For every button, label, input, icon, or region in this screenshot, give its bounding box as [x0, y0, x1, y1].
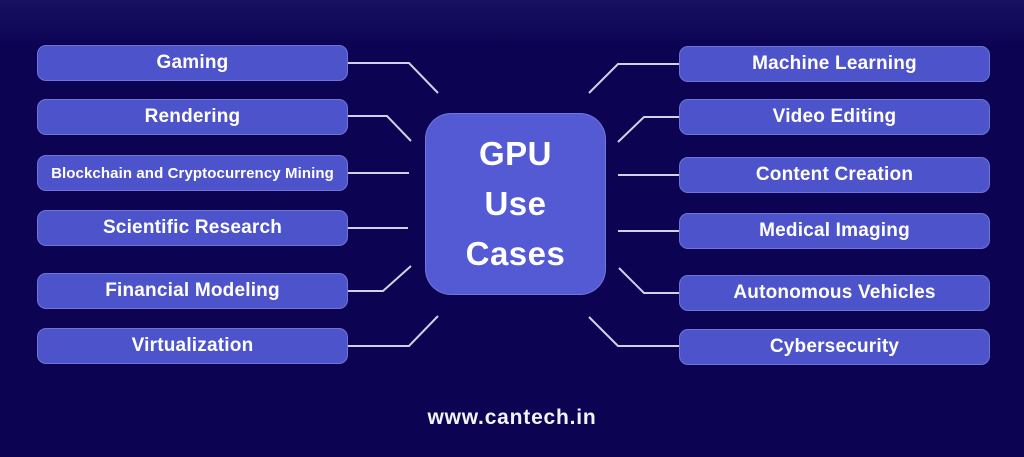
connector-rendering — [348, 115, 412, 142]
node-cybersecurity: Cybersecurity — [679, 329, 990, 365]
node-rendering-label: Rendering — [144, 106, 241, 127]
node-rendering: Rendering — [37, 99, 348, 135]
node-medical-imaging: Medical Imaging — [679, 213, 990, 249]
node-autonomous-vehicles-label: Autonomous Vehicles — [733, 282, 936, 303]
node-gaming: Gaming — [37, 45, 348, 81]
node-video-editing: Video Editing — [679, 99, 990, 135]
node-blockchain-mining: Blockchain and Cryptocurrency Mining — [37, 155, 348, 191]
node-financial-modeling: Financial Modeling — [37, 273, 348, 309]
node-virtualization: Virtualization — [37, 328, 348, 364]
connector-virtualization — [348, 315, 439, 347]
node-gaming-label: Gaming — [156, 52, 229, 73]
node-content-creation: Content Creation — [679, 157, 990, 193]
node-medical-imaging-label: Medical Imaging — [759, 220, 910, 241]
node-machine-learning: Machine Learning — [679, 46, 990, 82]
center-node-line-1: GPU — [478, 135, 552, 172]
center-node-gpu-use-cases: GPU Use Cases — [425, 113, 606, 295]
node-financial-modeling-label: Financial Modeling — [105, 280, 280, 301]
center-node-line-2: Use — [484, 185, 547, 222]
footer-website: www.cantech.in — [427, 406, 597, 429]
node-virtualization-label: Virtualization — [131, 335, 254, 356]
connector-video-editing — [617, 116, 682, 143]
node-autonomous-vehicles: Autonomous Vehicles — [679, 275, 990, 311]
node-machine-learning-label: Machine Learning — [752, 53, 917, 74]
connector-machine-learning — [588, 63, 682, 94]
connector-autonomous-vehicles — [618, 267, 682, 294]
center-node-line-3: Cases — [465, 235, 566, 272]
node-scientific-research-label: Scientific Research — [102, 217, 283, 238]
node-content-creation-label: Content Creation — [755, 164, 914, 185]
connector-cybersecurity — [588, 316, 682, 347]
connector-financial-modeling — [348, 265, 412, 292]
connector-gaming — [348, 62, 439, 94]
node-blockchain-mining-label: Blockchain and Cryptocurrency Mining — [51, 164, 334, 182]
node-video-editing-label: Video Editing — [772, 106, 897, 127]
node-cybersecurity-label: Cybersecurity — [769, 336, 900, 357]
node-scientific-research: Scientific Research — [37, 210, 348, 246]
